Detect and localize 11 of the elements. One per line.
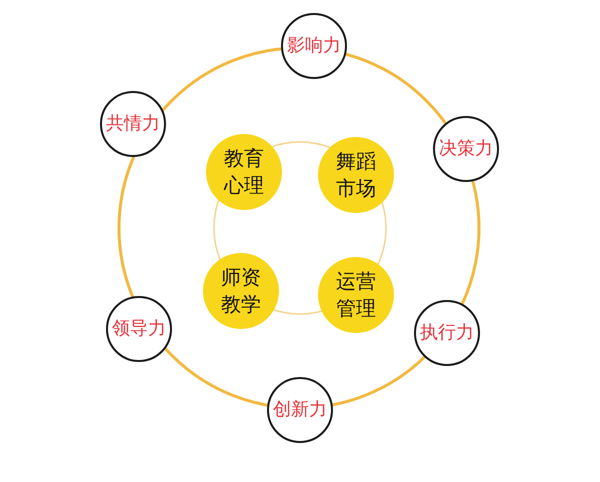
circle-label: 师资教学 [220, 264, 262, 318]
skill-circle [414, 300, 480, 366]
circle-label: 影响力 [287, 35, 341, 57]
circle-label: 决策力 [439, 138, 493, 160]
circle-label: 教育心理 [223, 145, 265, 199]
circle-label: 执行力 [420, 322, 474, 344]
circle-label: 创新力 [273, 399, 327, 421]
circle-label: 舞蹈市场 [335, 148, 377, 202]
circle-label: 共情力 [106, 113, 160, 135]
circle-label: 领导力 [112, 318, 166, 340]
circle-label: 运营管理 [335, 268, 377, 322]
